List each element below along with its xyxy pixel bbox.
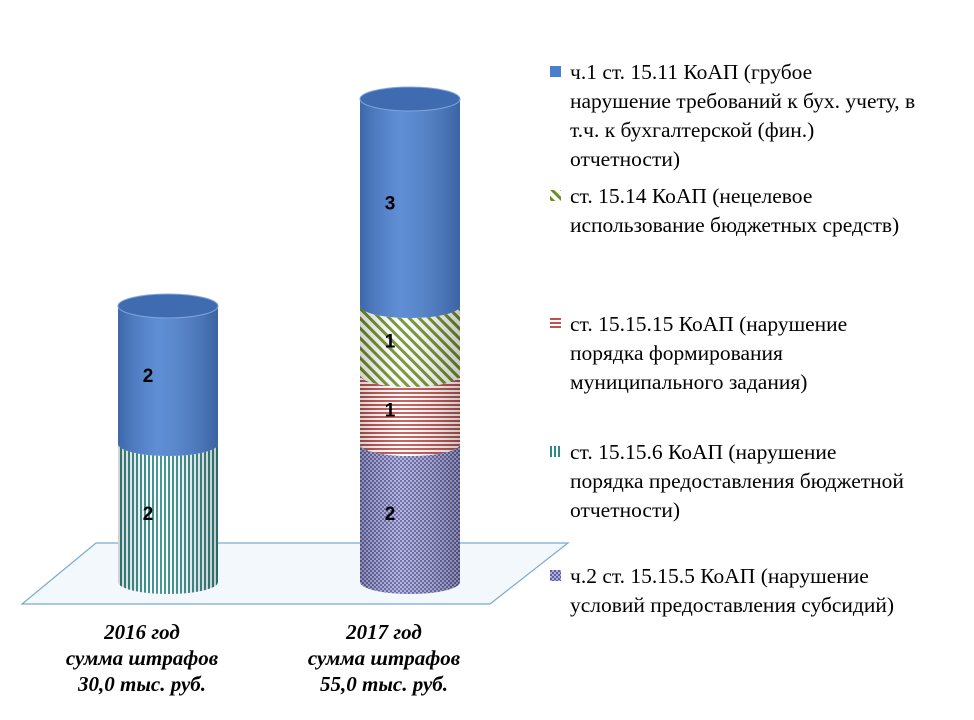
data-label: 2 (143, 504, 154, 525)
legend-swatch (550, 446, 561, 457)
bar-top (117, 293, 219, 319)
legend-label: ст. 15.15.15 КоАП (нарушение (570, 312, 848, 336)
legend-label: порядка формирования (570, 341, 783, 365)
legend-label: т.ч. к бухгалтерской (фин.) (570, 118, 815, 142)
legend-item: ст. 15.15.15 КоАП (нарушение порядка форм… (548, 310, 847, 397)
legend-swatch (550, 66, 561, 77)
bar-segment-shade (360, 444, 460, 594)
bar-segment-shade (360, 306, 460, 387)
legend-swatch (550, 190, 561, 201)
bar-segment-shade (360, 99, 460, 318)
legend-item: ст. 15.15.6 КоАП (нарушение порядка предо… (548, 438, 904, 525)
data-label: 1 (385, 332, 396, 353)
legend-label: ч.2 ст. 15.15.5 КоАП (нарушение (570, 564, 869, 588)
legend-item: ст. 15.14 КоАП (нецелевое использование б… (548, 182, 899, 240)
bar-segment-shade (118, 306, 218, 456)
data-label: 3 (385, 194, 396, 215)
category-label: сумма штрафов (66, 646, 219, 670)
bar-stack: 2 1 1 3 (359, 86, 461, 594)
legend-label: нарушение требований к бух. учету, в (570, 89, 916, 113)
legend-label: использование бюджетных средств) (570, 213, 900, 237)
category-label: 55,0 тыс. руб. (320, 672, 448, 696)
legend-label: ст. 15.15.6 КоАП (нарушение (570, 440, 837, 464)
legend-label: условий предоставления субсидий) (570, 593, 895, 617)
data-label: 2 (143, 366, 154, 387)
chart-floor (20, 542, 570, 605)
category-label: 2017 год (345, 620, 422, 644)
category-label: 2016 год (103, 620, 180, 644)
bar-segment-shade (118, 444, 218, 594)
data-label: 1 (385, 401, 396, 422)
bar-stack: 22 (117, 293, 219, 594)
data-label: 2 (385, 504, 396, 525)
legend-item: ч.1 ст. 15.11 КоАП (грубое нарушение треб… (548, 58, 915, 174)
bar-top (359, 86, 461, 112)
legend-swatch (550, 570, 561, 581)
legend-label: порядка предоставления бюджетной (570, 469, 904, 493)
legend-label: отчетности) (570, 498, 681, 522)
bar-segment-shade (360, 375, 460, 456)
legend-label: муниципального задания) (570, 370, 808, 394)
legend-item: ч.2 ст. 15.15.5 КоАП (нарушение условий п… (548, 562, 894, 620)
category-label: 30,0 тыс. руб. (77, 672, 206, 696)
legend-label: ст. 15.14 КоАП (нецелевое (570, 184, 813, 208)
category-label: сумма штрафов (308, 646, 461, 670)
legend-swatch (550, 318, 561, 329)
legend-label: ч.1 ст. 15.11 КоАП (грубое (570, 60, 813, 84)
legend-label: отчетности) (570, 147, 681, 171)
